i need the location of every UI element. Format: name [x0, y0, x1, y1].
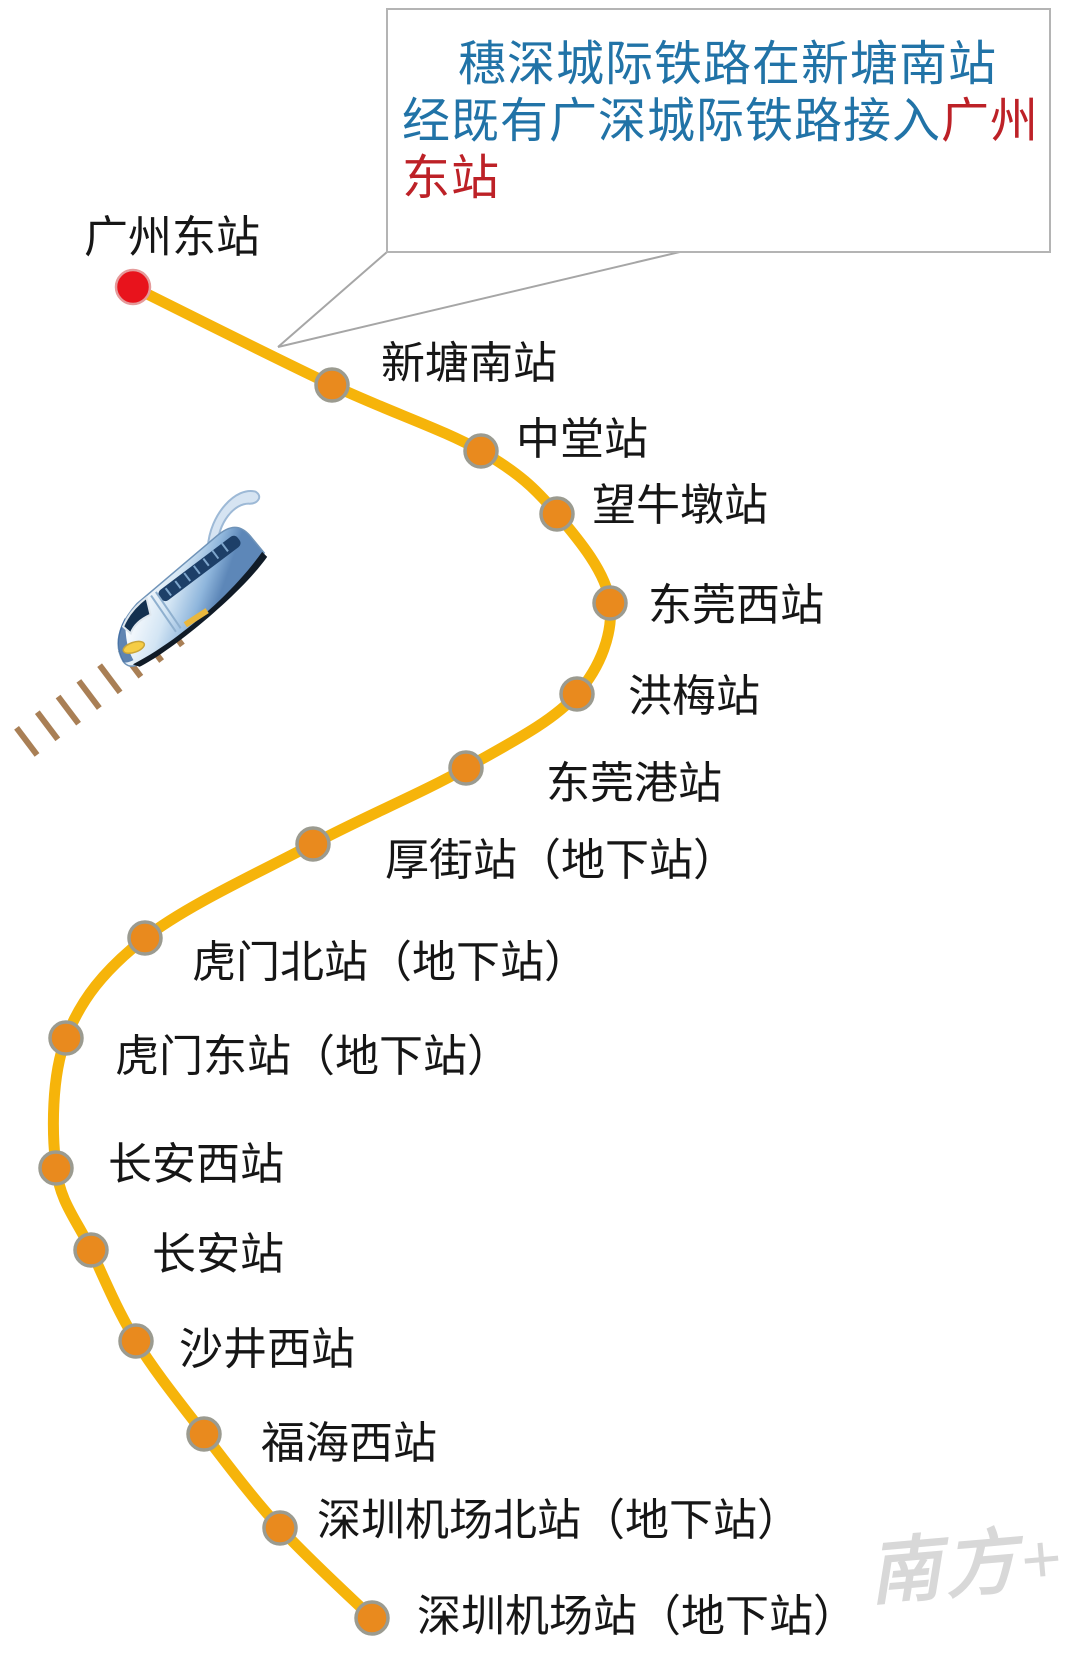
station-label: 深圳机场北站（地下站）: [317, 1496, 801, 1545]
callout-pointer-line-left: [277, 251, 388, 348]
station-dot: [559, 676, 595, 712]
callout-pointer-line-right: [277, 250, 685, 348]
terminal-station-dot: [114, 268, 152, 306]
station-dot: [262, 1510, 298, 1546]
station-dot: [448, 750, 484, 786]
callout-box: 穗深城际铁路在新塘南站 经既有广深城际铁路接入广州 东站: [386, 8, 1051, 253]
callout-line-1: 穗深城际铁路在新塘南站: [402, 36, 1035, 93]
callout-text-red-1: 广州: [941, 95, 1040, 148]
callout-pointer-lines: [277, 250, 685, 348]
train-windshield: [121, 596, 152, 636]
station-label: 深圳机场站（地下站）: [417, 1592, 857, 1641]
station-label: 沙井西站: [179, 1325, 355, 1374]
station-label: 洪梅站: [628, 672, 760, 721]
station-dot: [592, 585, 628, 621]
station-label: 福海西站: [261, 1419, 437, 1468]
station-label: 东莞港站: [546, 759, 722, 808]
train-illustration: [12, 489, 268, 757]
station-label: 中堂站: [516, 415, 648, 464]
station-dot: [127, 920, 163, 956]
callout-line-2: 经既有广深城际铁路接入广州: [402, 93, 1038, 150]
station-dot: [48, 1020, 84, 1056]
station-dot: [73, 1232, 109, 1268]
station-dot: [295, 826, 331, 862]
train-headlight: [122, 640, 146, 655]
station-dot: [463, 433, 499, 469]
station-label: 望牛墩站: [592, 481, 768, 530]
station-label: 广州东站: [84, 213, 260, 262]
station-dot: [314, 367, 350, 403]
train-body: [117, 489, 268, 667]
station-label: 长安西站: [108, 1140, 284, 1189]
callout-text-red-2: 东站: [402, 152, 501, 205]
station-dot: [354, 1600, 390, 1636]
callout-text-blue-1: 穗深城际铁路在新塘南站: [458, 38, 998, 91]
station-label: 长安站: [152, 1230, 284, 1279]
station-label: 虎门东站（地下站）: [115, 1032, 511, 1081]
station-dot: [38, 1150, 74, 1186]
station-label: 厚街站（地下站）: [385, 836, 737, 885]
callout-line-3: 东站: [402, 150, 1035, 207]
station-dot: [539, 496, 575, 532]
station-label: 虎门北站（地下站）: [192, 938, 588, 987]
watermark-logo: 南方+: [865, 1517, 1069, 1615]
route-line: [47, 281, 617, 1624]
station-label: 新塘南站: [381, 339, 557, 388]
station-label: 东莞西站: [648, 581, 824, 630]
station-dot: [118, 1323, 154, 1359]
callout-text-blue-2: 经既有广深城际铁路接入: [402, 95, 942, 148]
station-dot: [186, 1416, 222, 1452]
